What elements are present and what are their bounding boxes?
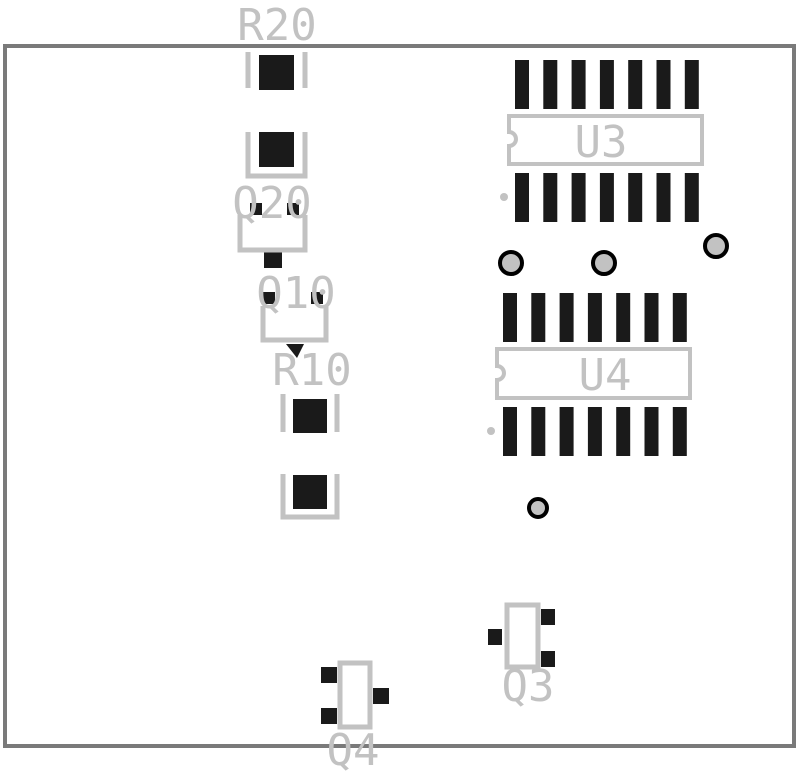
q10-silk bbox=[260, 306, 329, 343]
designator-r20: R20 bbox=[237, 0, 316, 51]
component-q4[interactable]: Q4 bbox=[321, 660, 389, 776]
u4-bottom-pad-3[interactable] bbox=[559, 407, 574, 456]
u4-pin1-dot bbox=[487, 427, 495, 435]
u4-top-pad-5[interactable] bbox=[616, 293, 631, 342]
u3-bottom-pad-6[interactable] bbox=[656, 173, 671, 222]
r10-silk-top bbox=[280, 394, 340, 432]
u4-bottom-pad-5[interactable] bbox=[616, 407, 631, 456]
u3-pin1-dot bbox=[500, 193, 508, 201]
u3-body-outline bbox=[507, 114, 704, 166]
q10-pad-3[interactable] bbox=[286, 344, 304, 358]
u4-bottom-pad-row bbox=[503, 407, 687, 456]
r20-pad-2[interactable] bbox=[259, 132, 294, 167]
r20-pad-1[interactable] bbox=[259, 55, 294, 90]
designator-r10: R10 bbox=[272, 345, 351, 396]
u4-top-pad-1[interactable] bbox=[503, 293, 517, 342]
q3-pad-3[interactable] bbox=[541, 651, 555, 667]
q10-pad-1[interactable] bbox=[263, 292, 275, 304]
u4-bottom-pad-7[interactable] bbox=[672, 407, 687, 456]
u4-bottom-pad-4[interactable] bbox=[587, 407, 602, 456]
u4-bottom-pad-2[interactable] bbox=[531, 407, 546, 456]
designator-u4: U4 bbox=[579, 350, 632, 401]
u4-top-pad-4[interactable] bbox=[587, 293, 602, 342]
u4-top-pad-3[interactable] bbox=[559, 293, 574, 342]
u3-top-pad-2[interactable] bbox=[543, 60, 558, 109]
designator-q20: Q20 bbox=[232, 178, 311, 229]
via-4[interactable] bbox=[527, 497, 549, 519]
q20-pad-2[interactable] bbox=[287, 203, 299, 215]
u4-bottom-pad-1[interactable] bbox=[503, 407, 517, 456]
vias bbox=[498, 233, 729, 519]
component-u3[interactable]: U3 bbox=[500, 60, 704, 222]
u3-top-pad-7[interactable] bbox=[684, 60, 699, 109]
u3-bottom-pad-2[interactable] bbox=[543, 173, 558, 222]
via-3[interactable] bbox=[703, 233, 729, 259]
q4-pad-2[interactable] bbox=[373, 688, 389, 704]
u3-bottom-pad-4[interactable] bbox=[599, 173, 614, 222]
component-q10[interactable]: Q10 bbox=[256, 268, 336, 358]
designator-u3: U3 bbox=[575, 117, 628, 168]
via-2[interactable] bbox=[591, 250, 617, 276]
u3-bottom-pad-5[interactable] bbox=[628, 173, 643, 222]
u3-top-pad-1[interactable] bbox=[515, 60, 529, 109]
u4-top-pad-row bbox=[503, 293, 687, 342]
component-q20[interactable]: Q20 bbox=[232, 178, 312, 268]
r10-silk-bottom bbox=[280, 474, 340, 520]
u4-top-pad-2[interactable] bbox=[531, 293, 546, 342]
q4-pad-3[interactable] bbox=[321, 708, 337, 724]
designator-q3: Q3 bbox=[502, 661, 555, 712]
designator-q10: Q10 bbox=[256, 268, 335, 319]
q20-silk bbox=[237, 215, 308, 253]
r20-silk-top bbox=[245, 52, 308, 88]
u3-bottom-pad-7[interactable] bbox=[684, 173, 699, 222]
u3-top-pad-row bbox=[515, 60, 699, 109]
u3-top-pad-4[interactable] bbox=[599, 60, 614, 109]
component-q3[interactable]: Q3 bbox=[488, 602, 555, 712]
u3-top-pad-6[interactable] bbox=[656, 60, 671, 109]
q3-silk bbox=[504, 602, 541, 670]
component-r20[interactable]: R20 bbox=[237, 0, 317, 179]
r10-pad-2[interactable] bbox=[293, 475, 327, 509]
u4-top-pad-6[interactable] bbox=[644, 293, 659, 342]
u4-bottom-pad-6[interactable] bbox=[644, 407, 659, 456]
r20-silk-bottom bbox=[245, 132, 308, 179]
r10-pad-1[interactable] bbox=[293, 399, 327, 433]
u3-top-pad-3[interactable] bbox=[571, 60, 586, 109]
q4-silk bbox=[337, 660, 373, 730]
q3-pad-2[interactable] bbox=[488, 629, 502, 645]
q10-pad-2[interactable] bbox=[311, 292, 323, 304]
u3-bottom-pad-3[interactable] bbox=[571, 173, 586, 222]
u3-top-pad-5[interactable] bbox=[628, 60, 643, 109]
q20-pad-1[interactable] bbox=[250, 203, 262, 215]
u4-top-pad-7[interactable] bbox=[672, 293, 687, 342]
q4-pad-1[interactable] bbox=[321, 667, 337, 683]
board-outline bbox=[3, 44, 796, 748]
component-u4[interactable]: U4 bbox=[487, 293, 692, 456]
component-r10[interactable]: R10 bbox=[272, 345, 352, 520]
u4-body-outline bbox=[495, 347, 692, 400]
u3-bottom-pad-row bbox=[515, 173, 699, 222]
via-1[interactable] bbox=[498, 250, 524, 276]
designator-q4: Q4 bbox=[327, 725, 380, 776]
q3-pad-1[interactable] bbox=[541, 609, 555, 625]
u3-bottom-pad-1[interactable] bbox=[515, 173, 529, 222]
q20-pad-3[interactable] bbox=[264, 252, 282, 268]
